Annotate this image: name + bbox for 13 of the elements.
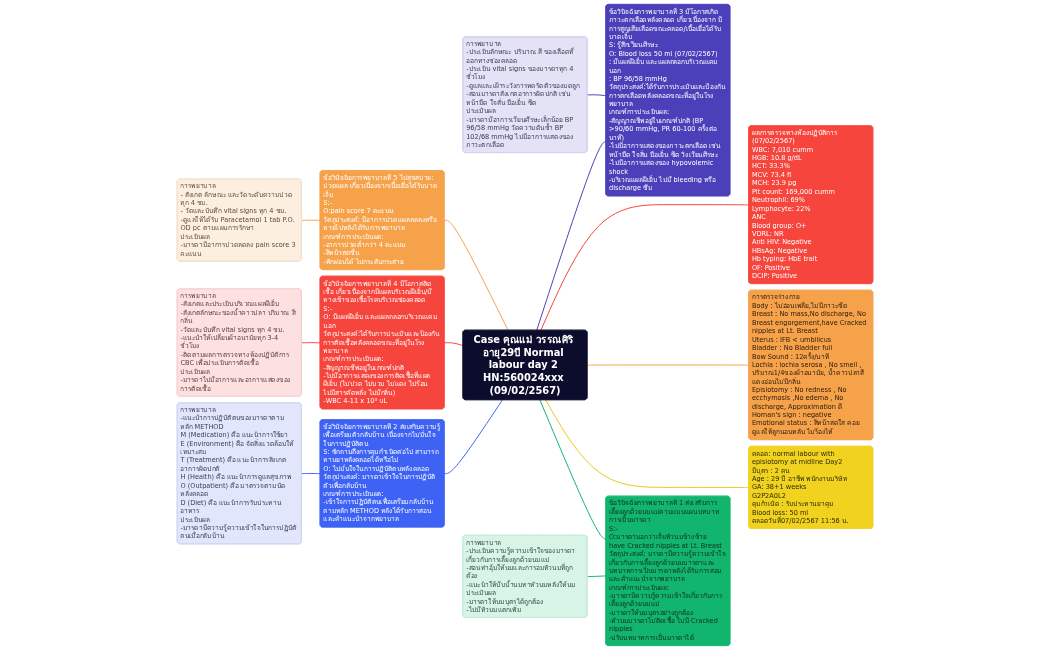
connector <box>586 575 607 578</box>
connector <box>539 399 607 541</box>
connector <box>301 472 321 475</box>
connector <box>444 399 503 475</box>
connector <box>301 219 321 221</box>
connector <box>540 204 750 331</box>
connector <box>586 94 607 97</box>
connector <box>586 364 750 366</box>
connector <box>536 140 607 331</box>
connector <box>301 342 321 344</box>
connector <box>444 342 464 347</box>
connector <box>545 399 750 489</box>
connector <box>444 219 509 331</box>
